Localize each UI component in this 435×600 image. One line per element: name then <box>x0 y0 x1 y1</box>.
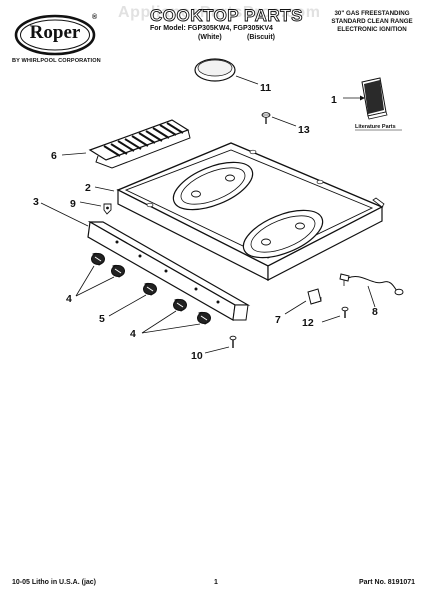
control-knobs <box>91 252 211 325</box>
callout-12: 12 <box>302 317 314 329</box>
trademark-mark: ® <box>92 14 98 21</box>
spec-line-3: ELECTRONIC IGNITION <box>337 26 407 33</box>
part-6-grate <box>88 119 191 169</box>
watermark: AppliancePartsPros.com <box>118 4 321 21</box>
brand-name: Roper <box>29 22 81 43</box>
rear-burner-opening <box>172 161 254 211</box>
footer-page-number: 1 <box>214 579 218 586</box>
leader-5 <box>108 294 147 317</box>
leader-4b-2 <box>141 323 201 334</box>
part-10-screw <box>229 335 237 348</box>
leader-7 <box>284 300 307 315</box>
footer-print-info: 10-05 Litho in U.S.A. (jac) <box>12 579 97 586</box>
callout-1: 1 <box>331 94 337 106</box>
part-1-literature <box>361 77 388 120</box>
part-8-igniter-wire <box>339 273 404 296</box>
leader-11 <box>235 75 259 85</box>
leader-1-arrow <box>360 95 365 101</box>
part-7-clip <box>307 288 322 305</box>
leader-6 <box>61 152 87 156</box>
brand-byline: BY WHIRLPOOL CORPORATION <box>12 58 101 64</box>
callout-4b: 4 <box>130 328 136 340</box>
callout-3: 3 <box>33 196 39 208</box>
leader-13 <box>271 116 297 127</box>
footer-part-number: Part No. 8191071 <box>359 579 416 586</box>
knob-4 <box>173 298 187 312</box>
callout-5: 5 <box>99 313 105 325</box>
model-numbers: For Model: FGP305KW4, FGP305KV4 <box>150 25 273 32</box>
callout-2: 2 <box>85 182 91 194</box>
part-12-screw <box>341 306 349 318</box>
spec-line-2: STANDARD CLEAN RANGE <box>331 18 413 25</box>
literature-label: Literature Parts <box>355 124 396 130</box>
callout-11: 11 <box>260 82 271 94</box>
leader-9 <box>79 201 102 207</box>
front-burner-opening <box>242 209 324 259</box>
knob-1 <box>91 252 105 266</box>
knob-5 <box>197 311 211 325</box>
callout-4a: 4 <box>66 293 72 305</box>
leader-3 <box>40 202 89 227</box>
callout-9: 9 <box>70 198 76 210</box>
callout-13: 13 <box>298 124 310 136</box>
part-13-screw <box>261 112 271 124</box>
variant-biscuit: (Biscuit) <box>247 34 275 41</box>
leader-12 <box>321 315 341 323</box>
variant-white: (White) <box>198 34 222 41</box>
part-11-disc <box>194 58 236 82</box>
leader-4a-1 <box>75 265 95 297</box>
part-9-clip <box>103 203 112 215</box>
spec-line-1: 30" GAS FREESTANDING <box>334 10 410 17</box>
part-3-manifold-panel <box>87 221 251 321</box>
leader-8 <box>367 285 376 308</box>
leader-4b-1 <box>141 310 177 334</box>
knob-3 <box>143 282 157 296</box>
callout-8: 8 <box>372 306 378 318</box>
page-title: COOKTOP PARTS <box>150 6 303 26</box>
callout-6: 6 <box>51 150 57 162</box>
knob-2 <box>111 264 125 278</box>
leader-2 <box>94 186 115 192</box>
part-2-cooktop <box>116 142 385 281</box>
roper-logo <box>14 14 96 56</box>
leader-10 <box>204 346 230 354</box>
callout-7: 7 <box>275 314 281 326</box>
leader-4a-2 <box>75 276 115 297</box>
callout-10: 10 <box>191 350 203 362</box>
